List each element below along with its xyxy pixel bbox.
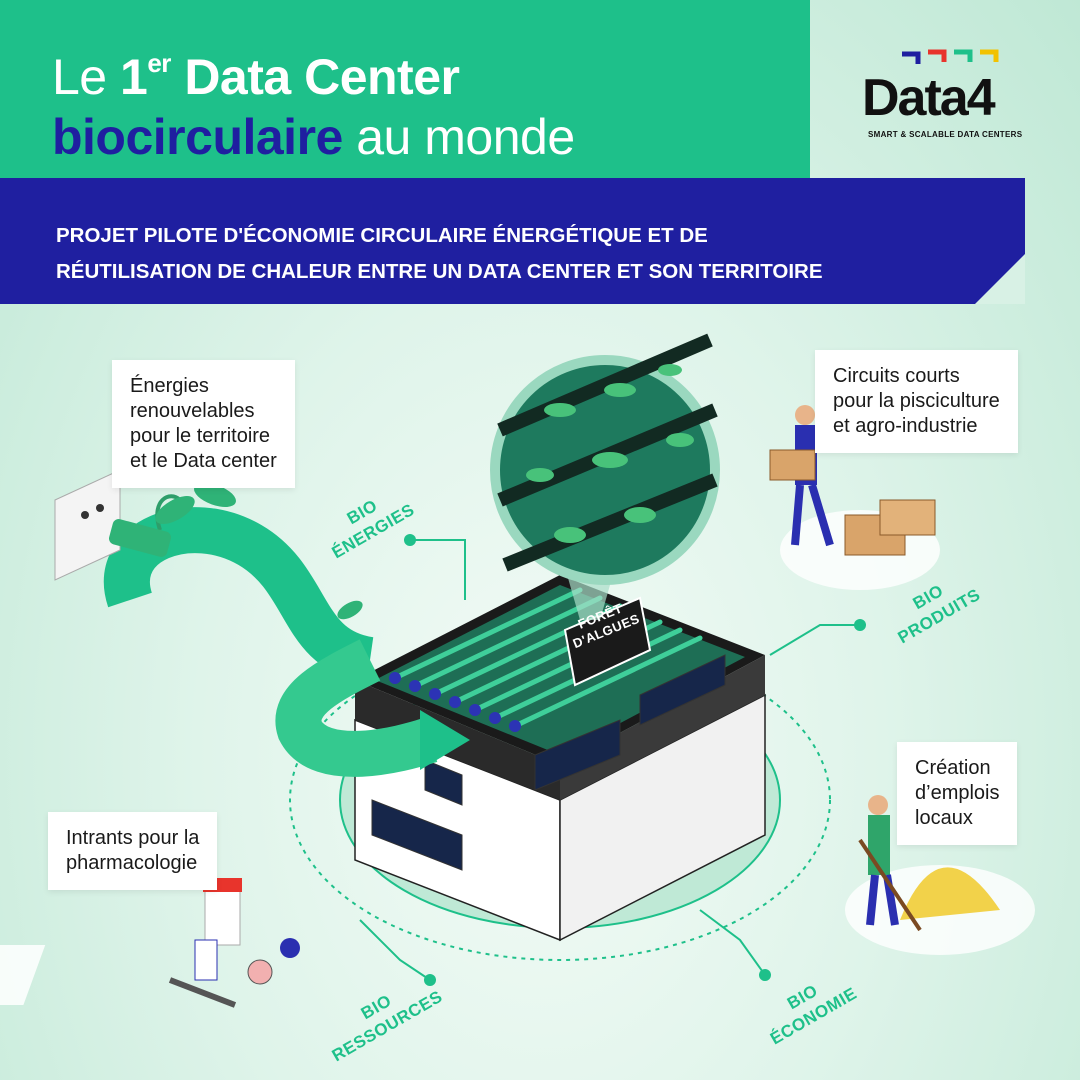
subtitle-band [0,178,1025,304]
page-title-line1: Le 1er Data Center [52,48,460,105]
connector-dot-energies [404,534,416,546]
connector-ressources [359,919,431,981]
callout-emplois: Création d’emplois locaux [897,742,1018,845]
title-band [0,0,810,200]
farmer-crates-icon [769,405,940,590]
data4-logo: Data4 SMART & SCALABLE DATA CENTERS [858,40,1038,150]
logo-flags-icon [902,49,999,64]
callout-energies: Énergies renouvelables pour le territoir… [112,360,295,488]
algae-magnifier [490,333,720,620]
connector-dot-ressources [424,974,436,986]
callout-circuits: Circuits courts pour la pisciculture et … [815,350,1018,453]
subtitle-band-corner [975,254,1025,304]
worker-hay-icon [845,795,1035,955]
plug-icon [109,519,171,557]
subtitle: PROJET PILOTE D'ÉCONOMIE CIRCULAIRE ÉNER… [56,224,823,283]
connector-economie [699,909,766,976]
callout-intrants: Intrants pour la pharmacologie [48,812,218,890]
power-socket-icon [54,469,171,581]
pharmacology-icon [0,878,300,1008]
connector-energies [410,539,466,600]
connector-produits [769,624,860,656]
page-title-line2: biocirculaire au monde [52,109,575,165]
connector-dot-produits [854,619,866,631]
logo-tagline: SMART & SCALABLE DATA CENTERS [868,130,1023,139]
circular-arrow-icon [104,482,470,777]
data-center-building [354,575,766,942]
logo-wordmark: Data4 [862,69,996,127]
connector-dot-economie [759,969,771,981]
